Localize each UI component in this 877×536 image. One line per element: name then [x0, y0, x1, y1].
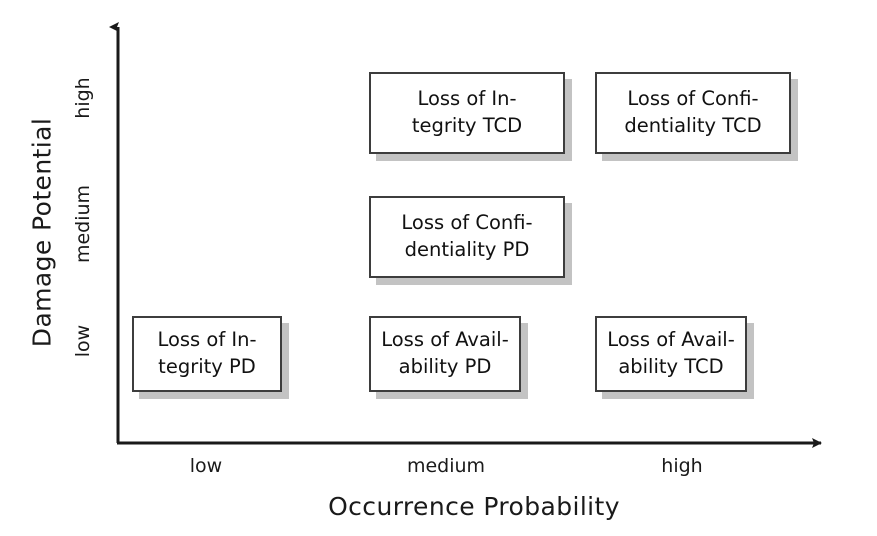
- risk-box-integrity-pd[interactable]: Loss of In- tegrity PD: [132, 316, 282, 392]
- y-axis-title: Damage Potential: [27, 117, 57, 348]
- risk-box-integrity-tcd[interactable]: Loss of In- tegrity TCD: [369, 72, 565, 154]
- risk-box-availability-tcd[interactable]: Loss of Avail- ability TCD: [595, 316, 747, 392]
- risk-box-label: Loss of In- tegrity PD: [157, 328, 257, 378]
- risk-box-label: Loss of In- tegrity TCD: [411, 87, 523, 137]
- x-tick-medium: medium: [406, 455, 486, 477]
- y-tick-low: low: [72, 324, 94, 358]
- x-tick-high: high: [661, 455, 703, 477]
- x-tick-low: low: [189, 455, 223, 477]
- risk-box-availability-pd[interactable]: Loss of Avail- ability PD: [369, 316, 521, 392]
- risk-box-confidentiality-pd[interactable]: Loss of Confi- dentiality PD: [369, 196, 565, 278]
- y-tick-medium: medium: [72, 184, 94, 264]
- risk-box-label: Loss of Confi- dentiality TCD: [624, 87, 762, 137]
- y-tick-high: high: [72, 77, 94, 119]
- risk-box-label: Loss of Avail- ability PD: [381, 328, 509, 378]
- x-axis-title: Occurrence Probability: [328, 492, 620, 521]
- risk-box-label: Loss of Confi- dentiality PD: [401, 211, 533, 261]
- risk-box-label: Loss of Avail- ability TCD: [607, 328, 735, 378]
- risk-box-confidentiality-tcd[interactable]: Loss of Confi- dentiality TCD: [595, 72, 791, 154]
